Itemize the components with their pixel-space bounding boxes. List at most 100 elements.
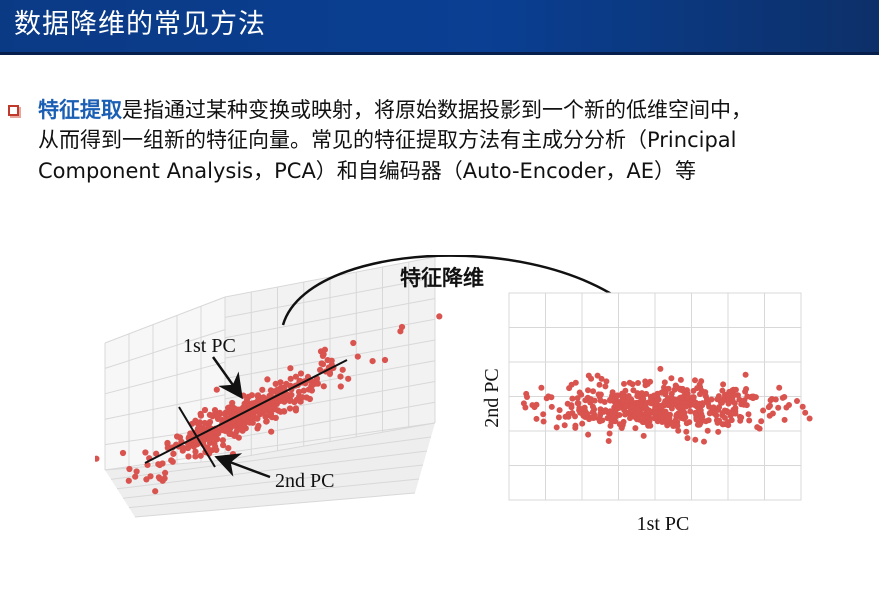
scatter-point xyxy=(661,384,667,391)
scatter-point xyxy=(642,378,649,385)
scatter-point xyxy=(732,410,739,417)
scatter-point xyxy=(625,393,632,399)
scatter-point xyxy=(661,379,668,386)
scatter-point xyxy=(621,380,627,387)
scatter-point xyxy=(613,401,620,408)
bullet-line-3: Component Analysis，PCA）和自编码器（Auto-Encode… xyxy=(38,159,697,183)
scatter-point xyxy=(540,418,547,425)
scatter-point xyxy=(184,444,191,452)
grid-line xyxy=(116,450,428,490)
scatter-point xyxy=(661,418,668,425)
scatter-point xyxy=(126,465,133,473)
scatter-point xyxy=(673,399,680,406)
right-scatter-points xyxy=(520,365,813,445)
scatter-point xyxy=(776,384,783,391)
scatter-point xyxy=(162,469,169,476)
scatter-point xyxy=(309,382,316,389)
scatter-point xyxy=(710,404,717,411)
scatter-point xyxy=(564,400,571,407)
scatter-point xyxy=(766,412,773,419)
scatter-point xyxy=(661,400,667,407)
scatter-point xyxy=(187,430,194,437)
scatter-point xyxy=(619,392,626,399)
scatter-point xyxy=(200,437,207,444)
scatter-point xyxy=(159,477,166,484)
scatter-point xyxy=(725,400,732,407)
scatter-point xyxy=(254,406,261,413)
scatter-point xyxy=(225,445,232,452)
scatter-point xyxy=(602,383,609,390)
scatter-point xyxy=(192,417,199,424)
scatter-point xyxy=(345,375,352,382)
scatter-point xyxy=(255,398,262,405)
scatter-point xyxy=(569,395,576,402)
scatter-point xyxy=(745,411,752,418)
grid-line xyxy=(104,394,226,420)
scatter-point xyxy=(300,387,307,394)
scatter-point xyxy=(635,380,641,386)
scatter-point xyxy=(299,394,306,401)
scatter-point xyxy=(143,476,150,483)
scatter-point xyxy=(585,431,592,438)
scatter-point xyxy=(277,408,284,415)
scatter-point xyxy=(674,422,681,429)
scatter-point xyxy=(268,428,275,435)
pc2-axis-line xyxy=(178,406,216,468)
scatter-point xyxy=(284,392,291,399)
scatter-point xyxy=(236,419,243,426)
scatter-point xyxy=(213,412,220,419)
scatter-point xyxy=(369,358,376,365)
scatter-point xyxy=(597,391,604,398)
scatter-point xyxy=(750,393,757,400)
scatter-point xyxy=(668,390,675,397)
scatter-point xyxy=(699,413,706,420)
scatter-point xyxy=(295,388,303,395)
scatter-point xyxy=(204,445,211,452)
scatter-point xyxy=(772,396,779,403)
scatter-point xyxy=(321,346,328,353)
scatter-point xyxy=(260,395,267,402)
pc1-label: 1st PC xyxy=(183,335,236,357)
scatter-point xyxy=(802,409,809,416)
scatter-point xyxy=(704,427,711,434)
scatter-point xyxy=(170,450,177,457)
scatter-point xyxy=(585,387,591,394)
scatter-point xyxy=(223,426,230,433)
grid-line xyxy=(122,464,424,499)
scatter-point xyxy=(640,395,647,402)
scatter-point xyxy=(212,435,219,442)
scatter-point xyxy=(317,366,324,373)
scatter-point xyxy=(241,421,248,428)
scatter-point xyxy=(259,386,266,393)
scatter-point xyxy=(636,413,643,420)
scatter-point xyxy=(646,418,653,425)
scatter-point xyxy=(565,411,572,417)
scatter-point xyxy=(680,398,687,405)
scatter-point xyxy=(626,379,633,386)
scatter-point xyxy=(273,386,281,394)
scatter-point xyxy=(520,400,527,407)
scatter-point xyxy=(743,386,750,392)
scatter-point xyxy=(572,422,579,429)
scatter-point xyxy=(677,376,684,383)
scatter-point xyxy=(651,392,657,399)
scatter-point xyxy=(740,401,747,408)
scatter-point xyxy=(786,402,792,408)
grid-line xyxy=(224,401,436,441)
scatter-point xyxy=(683,420,690,427)
scatter-point xyxy=(579,420,586,427)
scatter-point xyxy=(153,450,160,457)
scatter-point xyxy=(781,394,788,400)
slide-title: 数据降维的常见方法 xyxy=(14,9,266,40)
scatter-point xyxy=(226,430,233,437)
pca-figure: 1st PC 2nd PC 特征降维 1st PC 2nd PC xyxy=(20,254,825,575)
scatter-point xyxy=(185,453,192,460)
scatter-point xyxy=(231,432,238,439)
scatter-point xyxy=(606,430,613,437)
scatter-point xyxy=(627,408,634,415)
scatter-point xyxy=(608,419,615,425)
grid-line xyxy=(134,492,416,518)
scatter-point xyxy=(683,403,690,410)
scatter-point xyxy=(634,390,641,397)
bullet-line-1-text: 是指通过某种变换或映射，将原始数据投影到一个新的低维空间中， xyxy=(122,98,752,122)
